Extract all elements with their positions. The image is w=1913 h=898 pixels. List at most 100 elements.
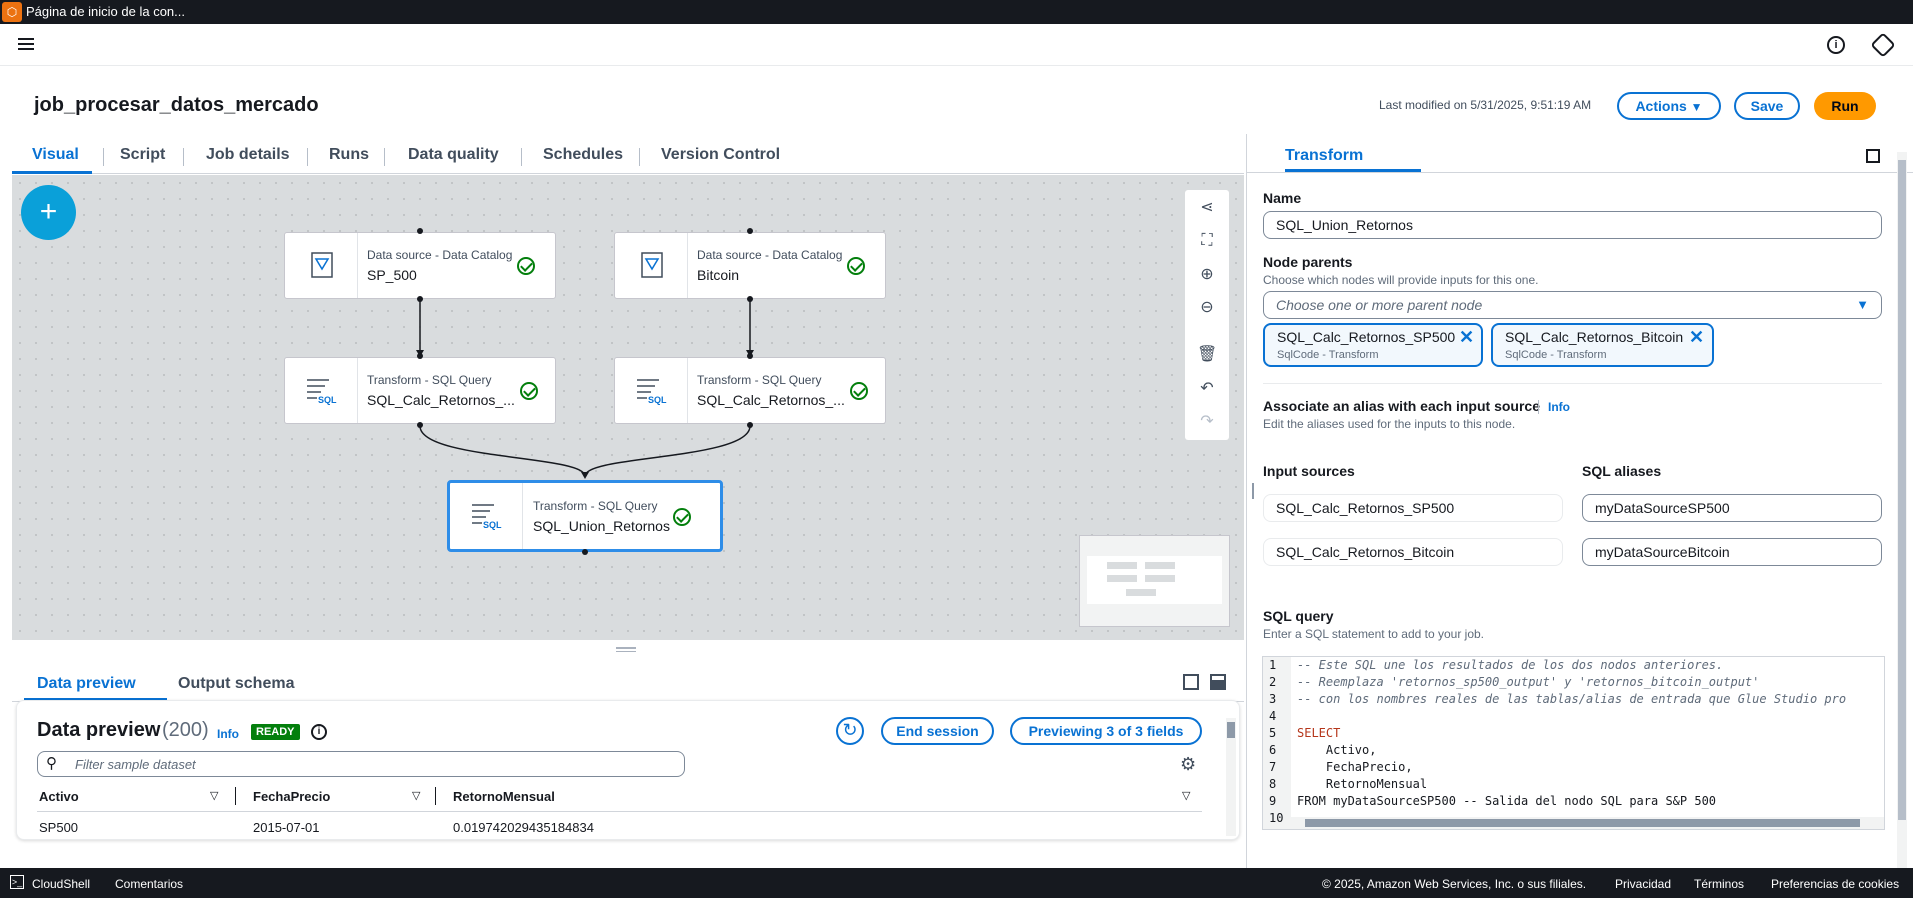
fit-view-icon[interactable]: ⛶ bbox=[1201, 232, 1213, 249]
node-bitcoin[interactable]: Data source - Data Catalog Bitcoin bbox=[614, 232, 886, 299]
table-cell: 2015-07-01 bbox=[253, 820, 320, 835]
sql-alias-field[interactable]: myDataSourceBitcoin bbox=[1582, 538, 1882, 566]
alias-info-link[interactable]: Info bbox=[1548, 400, 1570, 414]
node-sp500[interactable]: Data source - Data Catalog SP_500 bbox=[284, 232, 556, 299]
tab-runs[interactable]: Runs bbox=[329, 146, 369, 163]
minimap[interactable] bbox=[1079, 535, 1230, 627]
actions-button[interactable]: Actions ▼ bbox=[1617, 92, 1721, 120]
node-kind: Data source - Data Catalog bbox=[697, 248, 843, 262]
run-button[interactable]: Run bbox=[1814, 92, 1876, 120]
sql-query-label: SQL query bbox=[1263, 608, 1334, 624]
delete-icon[interactable]: 🗑 bbox=[1197, 346, 1218, 363]
node-port[interactable] bbox=[747, 296, 753, 302]
remove-token-icon[interactable]: ✕ bbox=[1459, 327, 1475, 347]
tab-script[interactable]: Script bbox=[120, 146, 166, 163]
info-icon[interactable]: i bbox=[311, 724, 327, 740]
code-hscrollbar[interactable] bbox=[1291, 817, 1884, 829]
cookies-link[interactable]: Preferencias de cookies bbox=[1771, 877, 1900, 891]
privacy-link[interactable]: Privacidad bbox=[1615, 877, 1672, 891]
node-name: SP_500 bbox=[367, 267, 417, 283]
browser-tab-title[interactable]: Página de inicio de la con... bbox=[26, 4, 185, 19]
filter-icon[interactable]: ▽ bbox=[412, 790, 421, 802]
node-calc-retornos-sp500[interactable]: SQL Transform - SQL Query SQL_Calc_Retor… bbox=[284, 357, 556, 424]
column-header-activo[interactable]: Activo bbox=[39, 789, 79, 804]
input-source-field: SQL_Calc_Retornos_Bitcoin bbox=[1263, 538, 1563, 566]
panel-scrollbar[interactable] bbox=[1897, 152, 1907, 872]
filter-icon[interactable]: ▽ bbox=[210, 790, 219, 802]
maximize-panel-icon[interactable] bbox=[1210, 674, 1226, 690]
token-subtitle: SqlCode - Transform bbox=[1277, 349, 1379, 361]
terms-link[interactable]: Términos bbox=[1694, 877, 1745, 891]
data-catalog-icon bbox=[285, 233, 358, 298]
cloudshell-link[interactable]: CloudShell bbox=[32, 877, 91, 891]
filter-icon[interactable]: ▽ bbox=[1182, 790, 1191, 802]
share-layout-icon[interactable]: ⋖ bbox=[1200, 199, 1214, 216]
tab-separator bbox=[384, 148, 385, 166]
token-name: SQL_Calc_Retornos_SP500 bbox=[1277, 329, 1456, 345]
save-button[interactable]: Save bbox=[1734, 92, 1800, 120]
node-port[interactable] bbox=[747, 422, 753, 428]
info-icon[interactable]: i bbox=[1827, 36, 1845, 54]
sql-code-editor[interactable]: 1-- Este SQL une los resultados de los d… bbox=[1262, 656, 1885, 830]
tab-data-preview[interactable]: Data preview bbox=[37, 675, 136, 692]
gear-icon[interactable]: ⚙ bbox=[1180, 754, 1197, 774]
zoom-out-icon[interactable]: ⊖ bbox=[1200, 299, 1214, 316]
node-port[interactable] bbox=[417, 353, 423, 359]
table-header-divider bbox=[37, 811, 1202, 812]
comments-link[interactable]: Comentarios bbox=[115, 877, 184, 891]
refresh-icon[interactable]: ↻ bbox=[836, 717, 864, 745]
node-port[interactable] bbox=[417, 422, 423, 428]
terminal-icon[interactable]: >_ bbox=[10, 875, 24, 889]
tab-data-quality[interactable]: Data quality bbox=[408, 146, 499, 163]
remove-token-icon[interactable]: ✕ bbox=[1689, 327, 1705, 347]
previewing-fields-button[interactable]: Previewing 3 of 3 fields bbox=[1010, 717, 1202, 745]
add-node-button[interactable]: + bbox=[21, 185, 76, 240]
expand-icon[interactable] bbox=[1866, 149, 1880, 163]
sql-alias-field[interactable]: myDataSourceSP500 bbox=[1582, 494, 1882, 522]
node-name: Bitcoin bbox=[697, 267, 740, 283]
name-field[interactable]: SQL_Union_Retornos bbox=[1263, 211, 1882, 239]
tab-schedules[interactable]: Schedules bbox=[543, 146, 624, 163]
svg-text:SQL: SQL bbox=[318, 395, 337, 405]
data-preview-title: Data preview bbox=[37, 719, 161, 741]
menu-icon[interactable] bbox=[18, 38, 34, 50]
column-header-fechaprecio[interactable]: FechaPrecio bbox=[253, 789, 331, 804]
split-view-icon[interactable] bbox=[1183, 674, 1199, 690]
node-calc-retornos-bitcoin[interactable]: SQL Transform - SQL Query SQL_Calc_Retor… bbox=[614, 357, 886, 424]
zoom-in-icon[interactable]: ⊕ bbox=[1200, 266, 1214, 283]
filter-search-field[interactable]: ⚲ Filter sample dataset bbox=[37, 751, 685, 777]
node-name: SQL_Union_Retornos bbox=[533, 518, 670, 534]
node-port[interactable] bbox=[747, 353, 753, 359]
sql-aliases-label: SQL aliases bbox=[1582, 463, 1662, 479]
preview-scrollbar[interactable] bbox=[1226, 718, 1236, 836]
tab-separator bbox=[307, 148, 308, 166]
node-port[interactable] bbox=[747, 228, 753, 234]
node-port[interactable] bbox=[582, 549, 588, 555]
node-port[interactable] bbox=[417, 228, 423, 234]
select-placeholder: Choose one or more parent node bbox=[1276, 297, 1483, 313]
tab-output-schema[interactable]: Output schema bbox=[178, 675, 295, 692]
undo-icon[interactable]: ↶ bbox=[1200, 380, 1214, 397]
caret-down-icon: ▼ bbox=[1856, 297, 1869, 312]
browser-tab-bar: ⬡ Página de inicio de la con... bbox=[0, 0, 1913, 24]
panel-resize-handle[interactable] bbox=[1252, 483, 1254, 499]
copyright-text: © 2025, Amazon Web Services, Inc. o sus … bbox=[1322, 877, 1587, 891]
column-header-retornomensual[interactable]: RetornoMensual bbox=[453, 789, 555, 804]
tab-transform[interactable]: Transform bbox=[1285, 147, 1364, 164]
end-session-button[interactable]: End session bbox=[881, 717, 994, 745]
node-kind: Transform - SQL Query bbox=[533, 499, 658, 513]
node-union-retornos[interactable]: SQL Transform - SQL Query SQL_Union_Reto… bbox=[447, 480, 723, 552]
table-cell: SP500 bbox=[39, 820, 79, 835]
alias-label: Associate an alias with each input sourc… bbox=[1263, 398, 1540, 414]
node-port[interactable] bbox=[417, 296, 423, 302]
tab-visual[interactable]: Visual bbox=[32, 146, 79, 163]
redo-icon[interactable]: ↷ bbox=[1200, 413, 1214, 430]
tab-job-details[interactable]: Job details bbox=[206, 146, 290, 163]
minimap-viewport bbox=[1087, 556, 1222, 604]
sql-query-description: Enter a SQL statement to add to your job… bbox=[1263, 627, 1485, 641]
node-parents-select[interactable]: Choose one or more parent node ▼ bbox=[1263, 291, 1882, 319]
tab-version-control[interactable]: Version Control bbox=[661, 146, 781, 163]
edge-calc-sp500-union bbox=[419, 425, 586, 477]
token-name: SQL_Calc_Retornos_Bitcoin bbox=[1505, 329, 1684, 345]
info-link[interactable]: Info bbox=[217, 727, 239, 741]
